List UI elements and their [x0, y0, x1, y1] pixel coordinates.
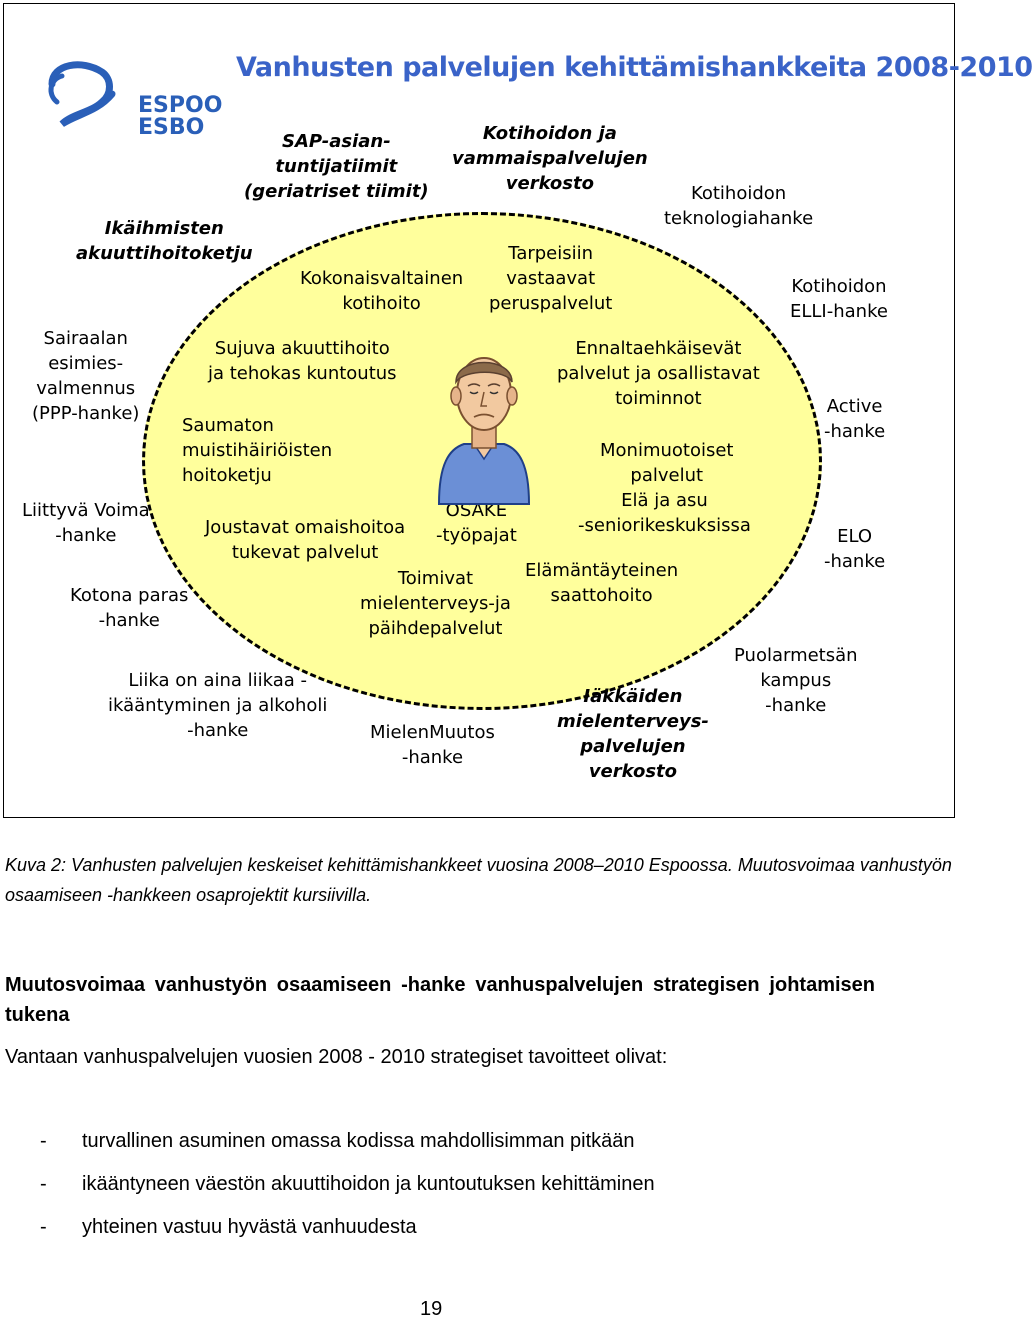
- label-kotona-paras: Kotona paras-hanke: [70, 585, 189, 631]
- body-paragraph: Vantaan vanhuspalvelujen vuosien 2008 - …: [5, 1046, 668, 1068]
- list-item: - ikääntyneen väestön akuuttihoidon ja ku…: [40, 1169, 655, 1212]
- label-mielenmuutos: MielenMuutos-hanke: [370, 722, 495, 768]
- goals-list: - turvallinen asuminen omassa kodissa mah…: [40, 1126, 655, 1255]
- label-osake: OSAKE-työpajat: [436, 500, 517, 546]
- elderly-man-illustration: [437, 357, 531, 505]
- logo-swoosh: [48, 61, 116, 127]
- logo-text-espoo: ESPOO: [138, 93, 222, 118]
- espoo-logo: ESPOO ESBO: [48, 61, 222, 140]
- label-sap: SAP-asian-tuntijatiimit(geriatriset tiim…: [244, 131, 429, 202]
- page-number: 19: [420, 1298, 443, 1320]
- list-dash: -: [40, 1173, 47, 1195]
- label-liika: Liika on aina liikaa -ikääntyminen ja al…: [108, 670, 328, 741]
- label-elo: ELO-hanke: [824, 526, 886, 572]
- list-dash: -: [40, 1216, 47, 1238]
- figure-title: Vanhusten palvelujen kehittämishankkeita…: [236, 52, 1033, 83]
- label-liittyva-voima: Liittyvä Voima-hanke: [22, 500, 150, 546]
- figure-caption: Kuva 2: Vanhusten palvelujen keskeiset k…: [5, 855, 952, 905]
- list-item: - turvallinen asuminen omassa kodissa mah…: [40, 1126, 655, 1169]
- label-ela-ja-asu: Elä ja asu-seniorikeskuksissa: [578, 490, 751, 536]
- section-heading: Muutosvoimaa vanhustyön osaamiseen -hank…: [5, 974, 875, 1026]
- list-item-text: ikääntyneen väestön akuuttihoidon ja kun…: [82, 1173, 655, 1195]
- figure-frame: ESPOO ESBO Vanhusten palvelujen kehittäm…: [3, 3, 1033, 818]
- list-item-text: yhteinen vastuu hyvästä vanhuudesta: [82, 1216, 417, 1238]
- logo-text-esbo: ESBO: [138, 115, 204, 140]
- list-item: - yhteinen vastuu hyvästä vanhuudesta: [40, 1212, 655, 1255]
- list-dash: -: [40, 1130, 47, 1152]
- label-active: Active-hanke: [824, 396, 886, 442]
- list-item-text: turvallinen asuminen omassa kodissa mahd…: [82, 1130, 635, 1152]
